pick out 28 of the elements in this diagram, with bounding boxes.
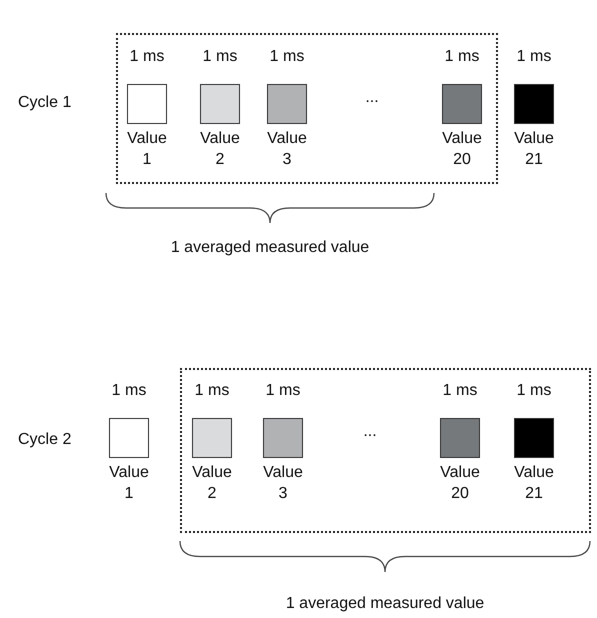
dotted-frame bbox=[116, 33, 498, 184]
duration-label: 1 ms bbox=[194, 381, 230, 401]
row-label: Cycle 1 bbox=[18, 93, 72, 113]
duration-label: 1 ms bbox=[516, 47, 552, 67]
duration-label: 1 ms bbox=[444, 47, 480, 67]
value-label: Value 3 bbox=[262, 463, 304, 504]
value-label: Value 20 bbox=[439, 463, 481, 504]
ellipsis: ... bbox=[363, 422, 377, 442]
dotted-frame bbox=[180, 368, 591, 533]
ellipsis: ... bbox=[365, 88, 379, 108]
value-label: Value 21 bbox=[513, 463, 555, 504]
duration-label: 1 ms bbox=[128, 47, 166, 67]
value-label: Value 1 bbox=[126, 129, 168, 170]
value-label: Value 1 bbox=[108, 463, 150, 504]
duration-label: 1 ms bbox=[268, 47, 306, 67]
value-label: Value 20 bbox=[441, 129, 483, 170]
value-label: Value 2 bbox=[191, 463, 233, 504]
duration-label: 1 ms bbox=[516, 381, 552, 401]
brace-label: 1 averaged measured value bbox=[286, 594, 484, 614]
duration-label: 1 ms bbox=[264, 381, 302, 401]
brace-label: 1 averaged measured value bbox=[170, 238, 370, 258]
value-label: Value 2 bbox=[199, 129, 241, 170]
row-label: Cycle 2 bbox=[18, 430, 72, 450]
value-label: Value 3 bbox=[266, 129, 308, 170]
duration-label: 1 ms bbox=[202, 47, 238, 67]
value-label: Value 21 bbox=[513, 129, 555, 170]
duration-label: 1 ms bbox=[110, 381, 148, 401]
duration-label: 1 ms bbox=[442, 381, 478, 401]
